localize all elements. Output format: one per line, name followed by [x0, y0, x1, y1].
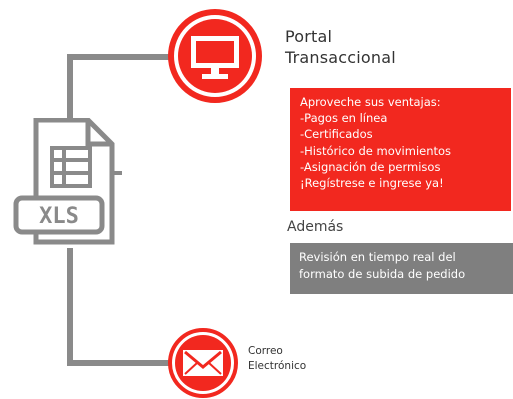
- portal-title: Portal Transaccional: [285, 26, 396, 68]
- benefits-line: -Asignación de permisos: [300, 159, 441, 174]
- email-label-line1: Correo: [248, 345, 283, 357]
- connector-vertical-lower: [67, 248, 73, 364]
- ademas-heading: Además: [287, 219, 344, 235]
- benefits-box: Aproveche sus ventajas: -Pagos en línea …: [290, 88, 511, 211]
- monitor-icon: [168, 9, 262, 103]
- email-label: Correo Electrónico: [248, 344, 306, 374]
- benefits-line: Aproveche sus ventajas:: [300, 95, 441, 109]
- benefits-line: -Histórico de movimientos: [300, 143, 452, 158]
- connector-top-horizontal: [67, 54, 169, 60]
- benefits-line: -Certificados: [300, 127, 373, 142]
- ademas-box: Revisión en tiempo real del formato de s…: [290, 243, 513, 294]
- xls-label: XLS: [39, 204, 79, 229]
- ademas-line: formato de subida de pedido: [299, 267, 466, 281]
- envelope-icon: [168, 328, 238, 398]
- portal-title-line1: Portal: [285, 27, 333, 46]
- xls-file-icon: XLS: [13, 118, 122, 245]
- benefits-line: ¡Regístrese e ingrese ya!: [300, 176, 444, 191]
- ademas-line: Revisión en tiempo real del: [299, 250, 456, 264]
- connector-bottom-horizontal: [67, 360, 169, 366]
- connector-vertical: [67, 57, 73, 119]
- portal-title-line2: Transaccional: [285, 48, 396, 67]
- benefits-line: -Pagos en línea: [300, 111, 388, 126]
- email-label-line2: Electrónico: [248, 360, 307, 372]
